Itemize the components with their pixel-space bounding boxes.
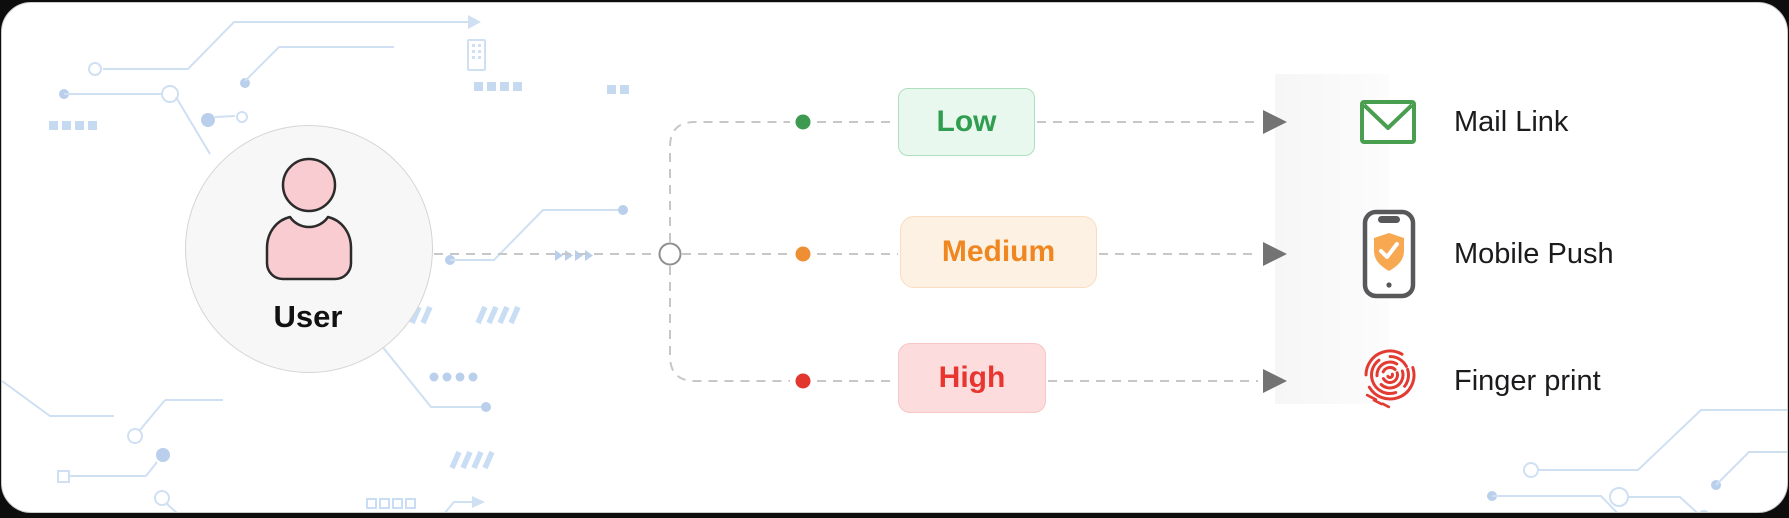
shield-check-icon <box>1374 233 1404 271</box>
connector-lines <box>434 110 1287 393</box>
person-icon <box>265 157 353 281</box>
user-label: User <box>273 299 343 334</box>
risk-badge-low-label: Low <box>936 105 997 138</box>
method-label-finger-print: Finger print <box>1454 365 1601 397</box>
mail-icon <box>1360 100 1416 144</box>
risk-badge-high: High <box>898 343 1046 413</box>
fingerprint-icon <box>1364 349 1416 409</box>
risk-dot-high <box>795 373 811 389</box>
risk-dot-low <box>795 114 811 130</box>
arrow-right-icon-low <box>1263 110 1287 134</box>
mobile-shield-icon <box>1362 209 1416 299</box>
method-label-mail-link: Mail Link <box>1454 106 1569 138</box>
arrow-right-icon-medium <box>1263 242 1287 266</box>
branch-node-circle <box>658 242 682 266</box>
circuit-pattern-decoration <box>2 15 1787 512</box>
risk-badge-high-label: High <box>938 361 1006 394</box>
chevron-marks <box>555 250 593 261</box>
risk-dot-medium <box>795 246 811 262</box>
arrow-right-icon-high <box>1263 369 1287 393</box>
building-icon <box>467 39 486 71</box>
risk-badge-medium: Medium <box>900 216 1097 288</box>
risk-badge-low: Low <box>898 88 1035 156</box>
method-label-mobile-push: Mobile Push <box>1454 238 1614 270</box>
risk-badge-medium-label: Medium <box>941 235 1056 268</box>
